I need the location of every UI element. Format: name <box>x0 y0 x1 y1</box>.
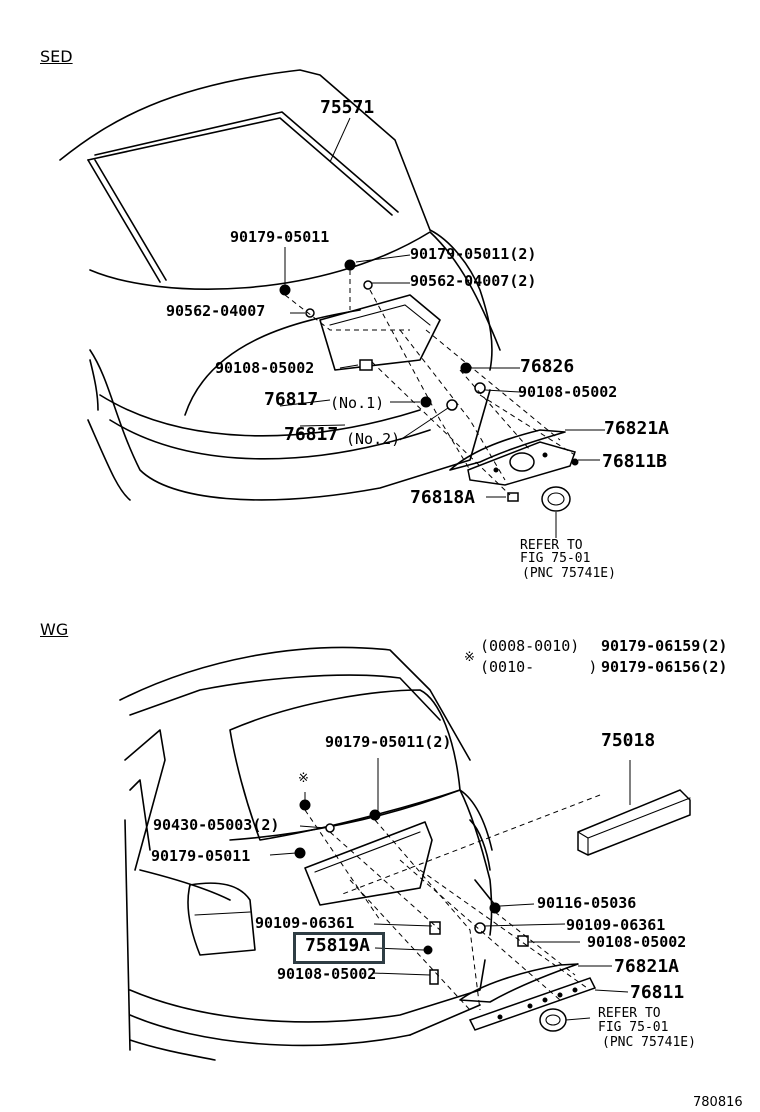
part-label-75819A[interactable]: 75819A <box>305 935 371 956</box>
part-label-90179-05011-wg-x2[interactable]: 90179-05011(2) <box>325 733 452 751</box>
refer-to-line3-wg: (PNC 75741E) <box>602 1035 696 1050</box>
part-label-90108-05002-wg-right[interactable]: 90108-05002 <box>587 933 687 951</box>
note-range-1: (0008-0010) <box>480 637 580 655</box>
asterisk-mark: ※ <box>298 771 309 786</box>
part-label-90108-05002-right[interactable]: 90108-05002 <box>518 383 618 401</box>
part-label-76817-no1[interactable]: 76817 <box>264 389 319 410</box>
figure-code: 780816 <box>693 1095 743 1110</box>
sedan-leaders <box>279 247 605 538</box>
part-label-90108-05002-wg-left[interactable]: 90108-05002 <box>277 965 377 983</box>
wagon-leaders <box>269 758 629 1021</box>
refer-to-line1-wg: REFER TO <box>598 1006 661 1021</box>
spoiler-75018 <box>339 760 691 896</box>
sedan-fasteners <box>279 259 579 512</box>
note-range-2: (0010- ) <box>480 658 598 676</box>
section-label-wg: WG <box>40 620 69 639</box>
refer-to-line2-sed: FIG 75-01 <box>520 551 591 566</box>
part-label-90109-06361-left[interactable]: 90109-06361 <box>255 914 355 932</box>
part-label-90562-04007-x2[interactable]: 90562-04007(2) <box>410 272 537 290</box>
part-label-90108-05002-left[interactable]: 90108-05002 <box>215 359 315 377</box>
part-label-76821A-sed[interactable]: 76821A <box>604 418 670 439</box>
section-label-sed: SED <box>40 47 73 66</box>
part-label-76811B[interactable]: 76811B <box>602 451 668 472</box>
highlight-box <box>293 932 385 964</box>
part-label-90179-05011-wg[interactable]: 90179-05011 <box>151 847 251 865</box>
part-label-90562-04007[interactable]: 90562-04007 <box>166 302 266 320</box>
refer-to-line3-sed: (PNC 75741E) <box>522 566 616 581</box>
part-label-76818A[interactable]: 76818A <box>410 487 476 508</box>
part-label-76817-no2[interactable]: 76817 <box>284 424 339 445</box>
part-label-75571[interactable]: 75571 <box>320 97 375 118</box>
part-note-no1: (No.1) <box>330 394 385 412</box>
refer-to-line2-wg: FIG 75-01 <box>598 1020 669 1035</box>
refer-to-line1-sed: REFER TO <box>520 538 583 553</box>
part-label-90179-05011-x2[interactable]: 90179-05011(2) <box>410 245 537 263</box>
part-label-90430-05003[interactable]: 90430-05003(2) <box>153 816 280 834</box>
note-symbol: ※ <box>464 650 475 665</box>
part-label-76826[interactable]: 76826 <box>520 356 575 377</box>
part-label-76811[interactable]: 76811 <box>630 982 685 1003</box>
part-label-90116-05036[interactable]: 90116-05036 <box>537 894 637 912</box>
part-note-no2: (No.2) <box>346 430 401 448</box>
sedan-body <box>59 69 501 501</box>
part-label-90109-06361-right[interactable]: 90109-06361 <box>566 916 666 934</box>
part-label-75018[interactable]: 75018 <box>601 730 656 751</box>
part-label-76821A-wg[interactable]: 76821A <box>614 956 680 977</box>
wagon-body <box>119 646 496 1061</box>
part-label-90179-06156[interactable]: 90179-06156(2) <box>601 658 728 676</box>
part-label-90179-05011[interactable]: 90179-05011 <box>230 228 330 246</box>
part-label-90179-06159[interactable]: 90179-06159(2) <box>601 637 728 655</box>
